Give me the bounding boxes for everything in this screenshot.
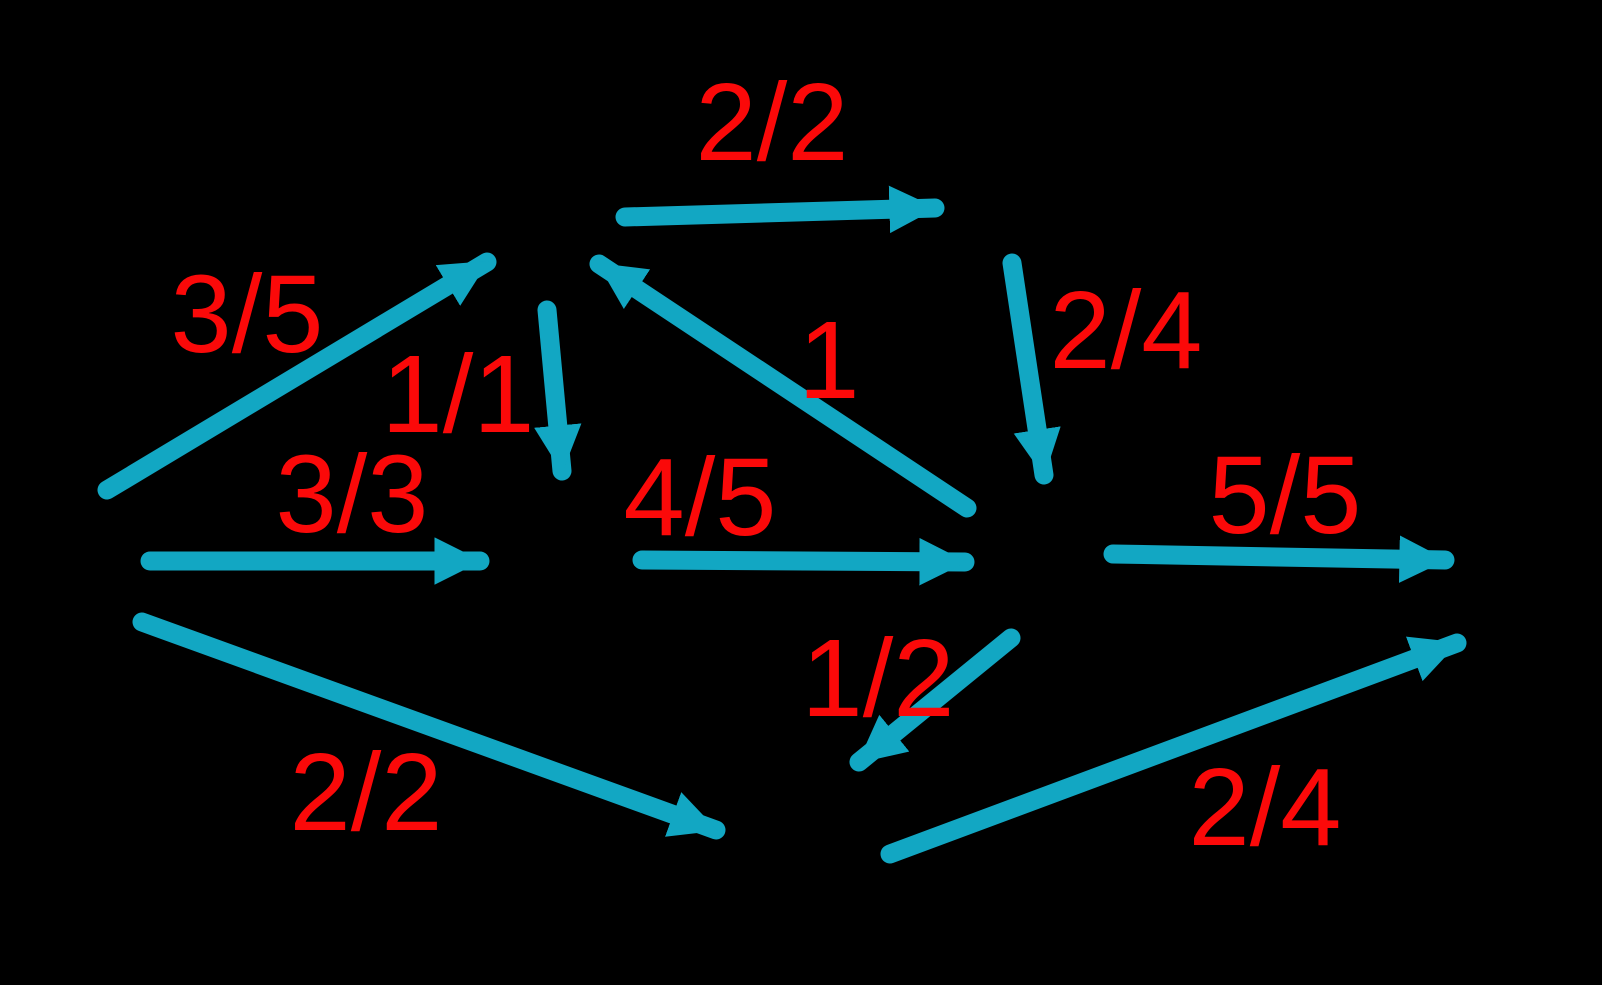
edge-right-bottom: 1/2	[802, 617, 1021, 772]
edge-source-bottom: 2/2	[132, 612, 726, 854]
edge-right-bottom-label: 1/2	[802, 617, 955, 740]
edge-right-top-arrow	[589, 254, 977, 518]
edge-topright-right: 2/4	[1002, 253, 1203, 485]
edge-top-topright: 2/2	[615, 61, 945, 234]
edge-top-topright-arrow	[615, 185, 945, 234]
edge-right-sink: 5/5	[1103, 434, 1455, 583]
edge-topright-right-arrow	[1002, 253, 1061, 485]
edge-top-middle-arrow	[534, 300, 582, 481]
edge-topright-right-label: 2/4	[1050, 269, 1203, 392]
edge-right-top-label: 1	[798, 299, 859, 422]
edge-source-top-arrow	[97, 252, 497, 500]
edge-middle-right-label: 4/5	[624, 436, 777, 559]
edge-right-bottom-arrow	[849, 628, 1021, 772]
edge-source-middle-label: 3/3	[276, 433, 429, 556]
edge-bottom-sink-label: 2/4	[1189, 746, 1342, 869]
edge-right-sink-arrow	[1103, 535, 1455, 583]
edge-right-top: 1	[589, 254, 977, 518]
edge-middle-right: 4/5	[624, 436, 975, 586]
edge-source-bottom-label: 2/2	[290, 731, 443, 854]
edge-source-middle: 3/3	[140, 433, 490, 585]
edge-bottom-sink-arrow	[880, 633, 1467, 864]
edge-top-middle-label: 1/1	[382, 333, 535, 456]
edge-source-top: 3/5	[97, 252, 497, 500]
edge-bottom-sink: 2/4	[880, 633, 1467, 869]
edge-middle-right-arrow	[632, 537, 975, 586]
edge-source-top-label: 3/5	[171, 253, 324, 376]
edge-right-sink-label: 5/5	[1209, 434, 1362, 557]
edge-top-topright-label: 2/2	[696, 61, 849, 184]
edge-top-middle: 1/1	[382, 300, 582, 481]
edge-source-bottom-arrow	[132, 612, 726, 840]
